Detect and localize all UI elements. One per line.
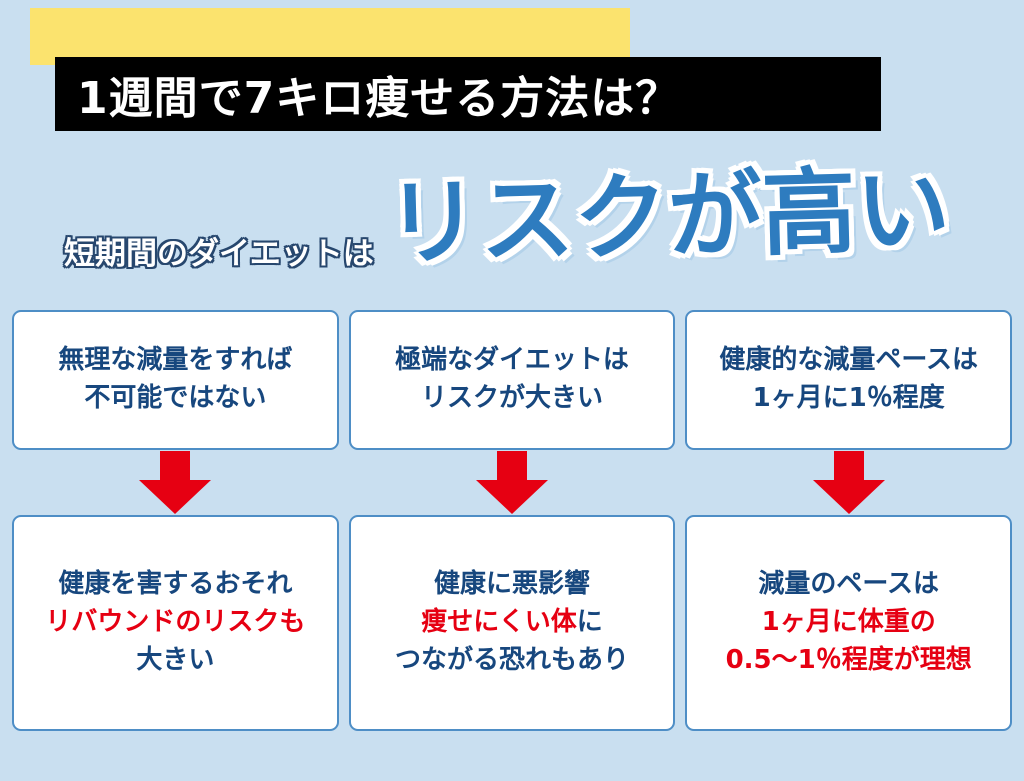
card-text-line: リバウンドのリスクも [45,607,306,638]
arrow-head [476,480,548,514]
card-text-line: 痩せにくい体に [421,604,603,642]
flow-column-2: 極端なダイエットは リスクが大きい 健康に悪影響 痩せにくい体に つながる恐れも… [348,310,676,731]
arrow-shaft [160,451,191,481]
card-text-line: 1ヶ月に体重の [761,607,936,638]
cause-card: 極端なダイエットは リスクが大きい [348,310,676,450]
card-text-line: 無理な減量をすれば [58,345,293,376]
headline-prefix: 短期間のダイエットは [64,236,374,272]
down-arrow-icon [476,450,548,515]
card-text-line: 大きい [136,644,215,675]
arrow-head [139,480,212,514]
header-title-box: 1週間で7キロ痩せる方法は？ [55,57,881,131]
card-text-line: つながる恐れもあり [395,644,630,675]
cause-card: 健康的な減量ペースは 1ヶ月に1％程度 [685,310,1013,450]
red-emphasis-text: 痩せにくい体 [421,607,577,638]
arrow-shaft [833,451,864,481]
card-text-line: 不可能ではない [84,383,267,413]
arrow-shaft [497,451,527,481]
card-text-line: 健康を害するおそれ [58,569,293,600]
flow-column-1: 無理な減量をすれば 不可能ではない 健康を害するおそれ リバウンドのリスクも 大… [12,310,339,731]
page-title: 1週間で7キロ痩せる方法は？ [77,73,681,124]
flow-column-3: 健康的な減量ペースは 1ヶ月に1％程度 減量のペースは 1ヶ月に体重の 0.5〜… [685,310,1013,731]
card-text-line: 極端なダイエットは [395,345,629,376]
card-text-line: 1ヶ月に1％程度 [752,383,945,413]
card-text-line: 0.5〜1％程度が理想 [725,644,972,675]
headline-main: リスクが高い [384,155,952,280]
yellow-highlight-bar [30,8,630,65]
card-text-line: リスクが大きい [421,383,604,413]
down-arrow-icon [812,450,885,515]
normal-text: に [576,607,603,638]
down-arrow-icon [139,450,212,515]
card-text-line: 健康に悪影響 [434,569,591,600]
result-card: 健康を害するおそれ リバウンドのリスクも 大きい [12,515,339,731]
flow-columns: 無理な減量をすれば 不可能ではない 健康を害するおそれ リバウンドのリスクも 大… [12,310,1013,731]
cause-card: 無理な減量をすれば 不可能ではない [12,310,339,450]
arrow-head [812,480,885,514]
result-card: 減量のペースは 1ヶ月に体重の 0.5〜1％程度が理想 [685,515,1013,731]
card-text-line: 減量のペースは [758,569,940,600]
card-text-line: 健康的な減量ペースは [719,345,979,376]
result-card: 健康に悪影響 痩せにくい体に つながる恐れもあり [348,515,676,731]
